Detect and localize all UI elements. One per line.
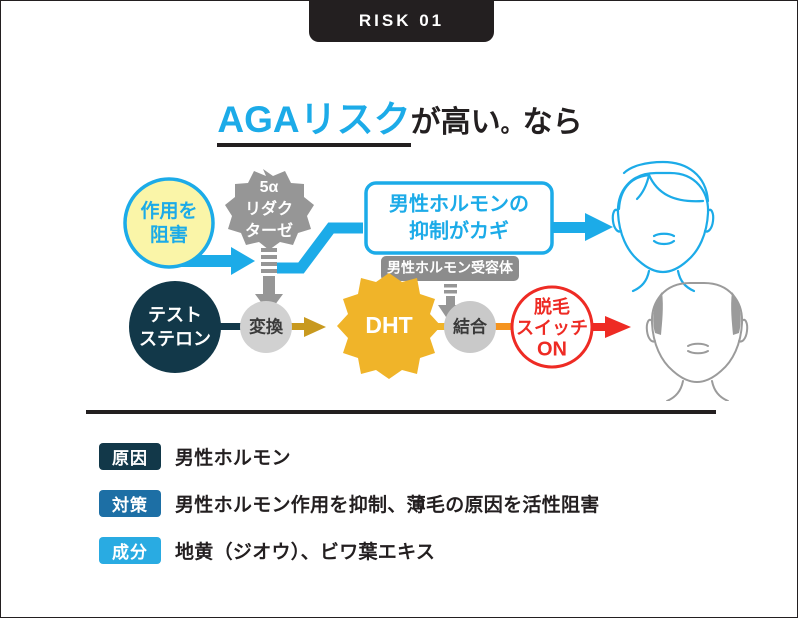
key-box-line1: 男性ホルモンの [389,192,529,215]
fact-row-ingredient: 成分 地黄（ジオウ）、ビワ葉エキス [99,530,759,570]
receptor-label-box: 男性ホルモン受容体 [381,256,519,281]
inhibit-circle-line2: 阻害 [150,223,188,246]
reductase-star: 5α リダク ターゼ [225,169,314,250]
reductase-line2: リダク [245,199,293,218]
convert-circle: 変換 [240,301,292,353]
reductase-line3: ターゼ [245,221,293,240]
title-dot: 。 [500,112,523,137]
risk-badge: RISK 01 [309,0,494,42]
title-tail: なら [522,106,583,139]
title-accent: AGAリスク [217,99,411,147]
reductase-line1: 5α [260,179,279,196]
bind-label: 結合 [453,316,488,336]
switch-to-face-arrow [587,316,631,338]
testosterone-line2: ステロン [139,329,211,349]
fact-row-cause: 原因 男性ホルモン [99,436,759,476]
receptor-label-text: 男性ホルモン受容体 [387,260,514,276]
risk-badge-label: RISK 01 [358,11,445,30]
bind-circle: 結合 [444,301,496,353]
switch-line3: ON [537,338,567,360]
healthy-face-icon [611,160,715,293]
fact-text-ingredient: 地黄（ジオウ）、ビワ葉エキス [175,541,436,563]
inhibit-circle-line1: 作用を [140,199,197,222]
fact-row-measure: 対策 男性ホルモン作用を抑制、薄毛の原因を活性阻害 [99,483,759,523]
title-rest: が高い [410,106,501,139]
facts-list: 原因 男性ホルモン 対策 男性ホルモン作用を抑制、薄毛の原因を活性阻害 成分 地… [99,436,759,577]
fact-badge-ingredient: 成分 [99,536,161,564]
fact-badge-cause: 原因 [99,442,161,470]
hairloss-switch-circle: 脱毛 スイッチ ON [510,285,594,369]
key-box-line2: 抑制がカギ [409,218,509,242]
key-message-box: 男性ホルモンの 抑制がカギ [364,181,554,255]
balding-face-icon [645,282,749,401]
key-to-face-arrow [549,213,613,241]
fact-text-cause: 男性ホルモン [175,447,291,469]
cyan-riser-line [277,222,363,274]
dht-label: DHT [365,312,412,338]
switch-line1: 脱毛 [534,296,570,317]
testosterone-circle: テスト ステロン [129,281,221,373]
convert-label: 変換 [249,316,284,336]
aga-mechanism-diagram: 作用を 阻害 5α リダク ターゼ 男性ホルモンの 抑制がカギ [123,160,749,401]
dht-star: DHT [337,273,441,379]
fact-text-measure: 男性ホルモン作用を抑制、薄毛の原因を活性阻害 [175,494,600,516]
convert-to-dht-arrow [289,317,326,337]
inhibit-circle: 作用を 阻害 [123,177,215,269]
bind-connector [493,323,523,330]
fact-badge-measure: 対策 [99,489,161,517]
testosterone-connector [216,323,244,330]
page-title: AGAリスクが高い。なら [1,89,799,147]
switch-line2: スイッチ [516,318,588,338]
section-divider [86,410,716,414]
testosterone-line1: テスト [148,305,202,325]
